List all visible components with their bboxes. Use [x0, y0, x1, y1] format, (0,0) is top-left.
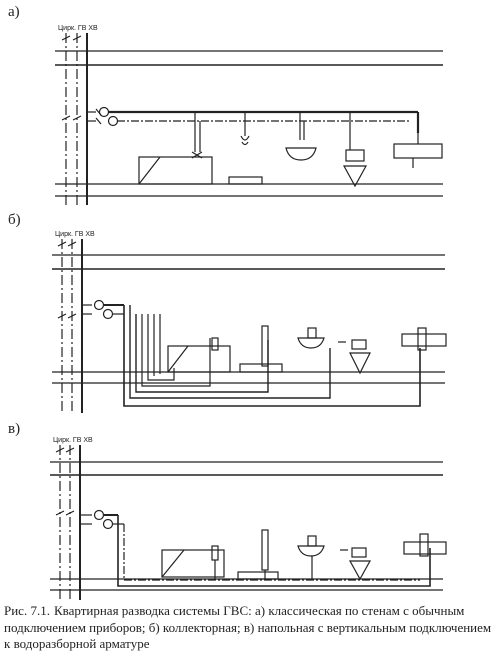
meter-cold-icon	[107, 115, 119, 127]
meter-cold-icon-b	[102, 308, 114, 320]
meter-hot-icon-c	[93, 509, 105, 521]
toilet-icon	[228, 176, 263, 185]
riser-label-c: Цирк. ГВ ХВ	[53, 437, 93, 444]
sink-funnel-icon-c	[348, 560, 372, 581]
washbasin-icon	[285, 147, 317, 161]
kitchen-table-icon-c	[403, 541, 447, 555]
caption-number: Рис. 7.1.	[4, 603, 50, 618]
riser-label-a: Цирк. ГВ ХВ	[58, 25, 98, 32]
panel-a-label: а)	[8, 4, 20, 20]
diagram-c: Цирк. ГВ ХВ	[50, 437, 447, 600]
kitchen-table-icon-b	[401, 333, 447, 347]
shower-icon	[240, 135, 250, 146]
caption-text: Квартирная разводка системы ГВС: а) клас…	[4, 603, 492, 651]
figure-caption: Рис. 7.1.Квартирная разводка системы ГВС…	[4, 603, 496, 653]
diagram-b: Цирк. ГВ ХВ	[52, 231, 447, 413]
diagram-a: Цирк. ГВ ХВ	[55, 25, 443, 205]
bathtub-icon	[138, 156, 213, 185]
toilet-icon-b	[239, 363, 283, 373]
meter-hot-icon	[98, 106, 110, 118]
kitchen-table-icon	[393, 143, 443, 159]
meter-cold-icon-c	[102, 518, 114, 530]
sink-funnel-icon	[342, 165, 368, 188]
panel-c-label: в)	[8, 421, 21, 437]
sink-funnel-icon-b	[349, 352, 371, 375]
toilet-icon-c	[237, 571, 279, 580]
panel-b-label: б)	[8, 212, 21, 228]
washbasin-icon-c	[297, 545, 325, 557]
washbasin-icon-b	[297, 337, 325, 349]
riser-label-b: Цирк. ГВ ХВ	[55, 231, 95, 238]
meter-hot-icon-b	[93, 299, 105, 311]
bathtub-icon-b	[167, 345, 231, 373]
bathtub-icon-c	[161, 549, 225, 578]
